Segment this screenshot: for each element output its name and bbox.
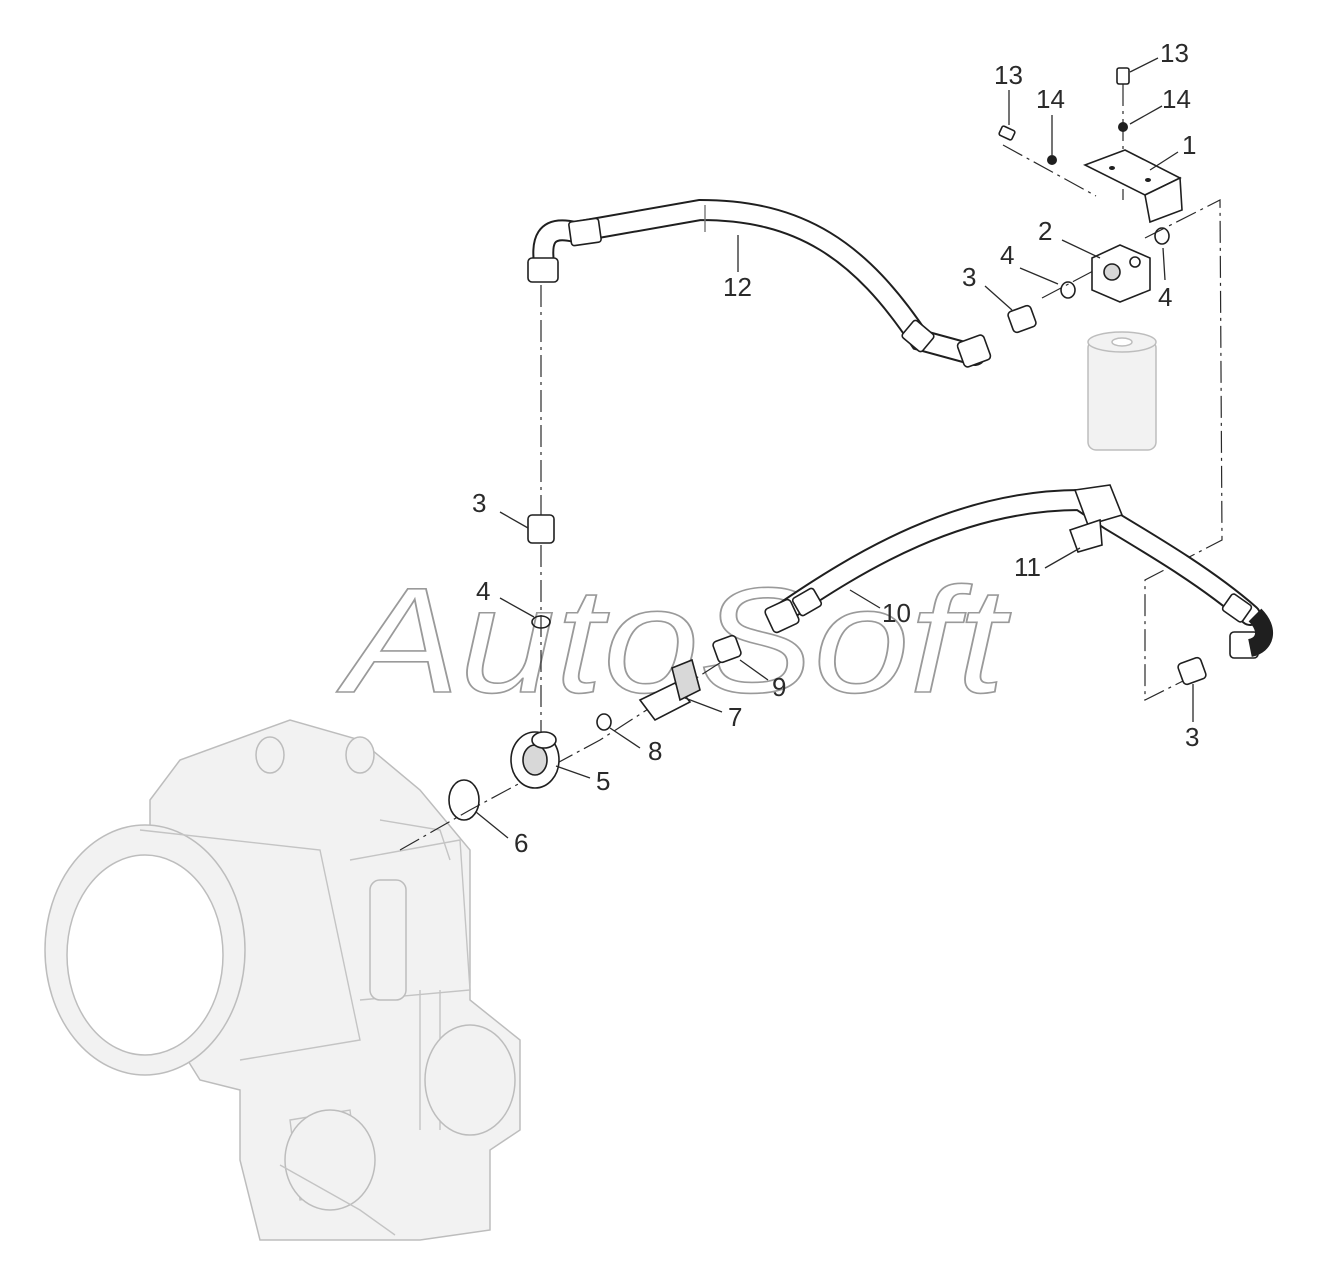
filter-head-2 xyxy=(1091,244,1151,303)
callout-8: 8 xyxy=(648,736,662,766)
callout-6: 6 xyxy=(514,828,528,858)
clamp-11 xyxy=(1068,484,1124,553)
o-ring-4-upper-right xyxy=(1154,227,1170,245)
callout-4-lower: 4 xyxy=(476,576,490,606)
callout-13-left: 13 xyxy=(994,60,1023,90)
transmission-housing-ghost xyxy=(44,719,521,1241)
callout-3-lower-right: 3 xyxy=(1185,722,1199,752)
o-ring-8 xyxy=(596,713,612,731)
bracket-1 xyxy=(1083,149,1183,224)
hose-12 xyxy=(527,198,992,368)
callout-labels: 13 13 14 14 1 2 3 4 4 12 3 4 11 10 9 7 8… xyxy=(472,38,1199,858)
bolt-13-left xyxy=(998,125,1016,141)
adapter-3-upper xyxy=(1007,304,1037,334)
callout-12: 12 xyxy=(723,272,752,302)
o-ring-6 xyxy=(448,779,480,821)
washer-14-left xyxy=(1047,155,1057,165)
bolt-13-right xyxy=(1116,67,1130,85)
callout-4-upper-mid: 4 xyxy=(1000,240,1014,270)
o-ring-4-lower xyxy=(531,615,551,629)
callout-14-left: 14 xyxy=(1036,84,1065,114)
callout-4-upper-right: 4 xyxy=(1158,282,1172,312)
callout-11: 11 xyxy=(1014,552,1041,582)
o-ring-4-upper-mid xyxy=(1060,281,1076,299)
filter-cartridge-ghost xyxy=(1087,331,1157,451)
leader-lines xyxy=(475,57,1194,839)
washer-14-right xyxy=(1118,122,1128,132)
banjo-fitting-5 xyxy=(510,731,560,789)
callout-2: 2 xyxy=(1038,216,1052,246)
adapter-3-left xyxy=(527,514,555,544)
callout-3-upper: 3 xyxy=(962,262,976,292)
banjo-bolt-7 xyxy=(638,658,701,722)
hose-10 xyxy=(764,488,1273,659)
callout-10: 10 xyxy=(882,598,911,628)
callout-13-right: 13 xyxy=(1160,38,1189,68)
callout-1: 1 xyxy=(1182,130,1196,160)
adapter-9 xyxy=(712,634,742,664)
adapter-3-lower-right xyxy=(1177,656,1207,686)
callout-14-right: 14 xyxy=(1162,84,1191,114)
callout-9: 9 xyxy=(772,672,786,702)
callout-7: 7 xyxy=(728,702,742,732)
callout-3-left: 3 xyxy=(472,488,486,518)
callout-5: 5 xyxy=(596,766,610,796)
